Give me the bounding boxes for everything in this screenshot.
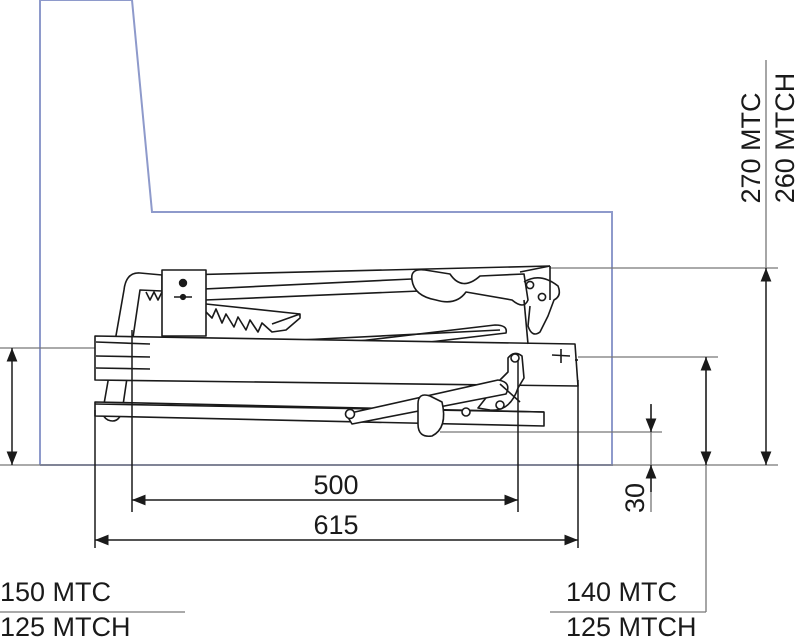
- ratchet-teeth: [205, 308, 301, 333]
- dim-150-mtc-label: 150 MTC: [0, 577, 111, 607]
- dim-270-mtc-label: 270 MTC: [736, 92, 766, 203]
- sofa-outline: [39, 0, 613, 466]
- dim-500-label: 500: [313, 470, 358, 500]
- sofa-bed-mechanism: [94, 265, 579, 438]
- dim-140-mtc-label: 140 MTC: [566, 577, 677, 607]
- dim-125-mtch-left-label: 125 MTCH: [0, 612, 131, 642]
- dim-615-label: 615: [313, 510, 358, 540]
- lower-hook: [417, 394, 445, 438]
- dim-125-mtch-right-label: 125 MTCH: [566, 612, 697, 642]
- upper-latch: [410, 268, 529, 306]
- dim-30-label: 30: [620, 483, 650, 513]
- dim-260-mtch-label: 260 MTCH: [770, 73, 800, 204]
- dimension-lines: [6, 268, 772, 548]
